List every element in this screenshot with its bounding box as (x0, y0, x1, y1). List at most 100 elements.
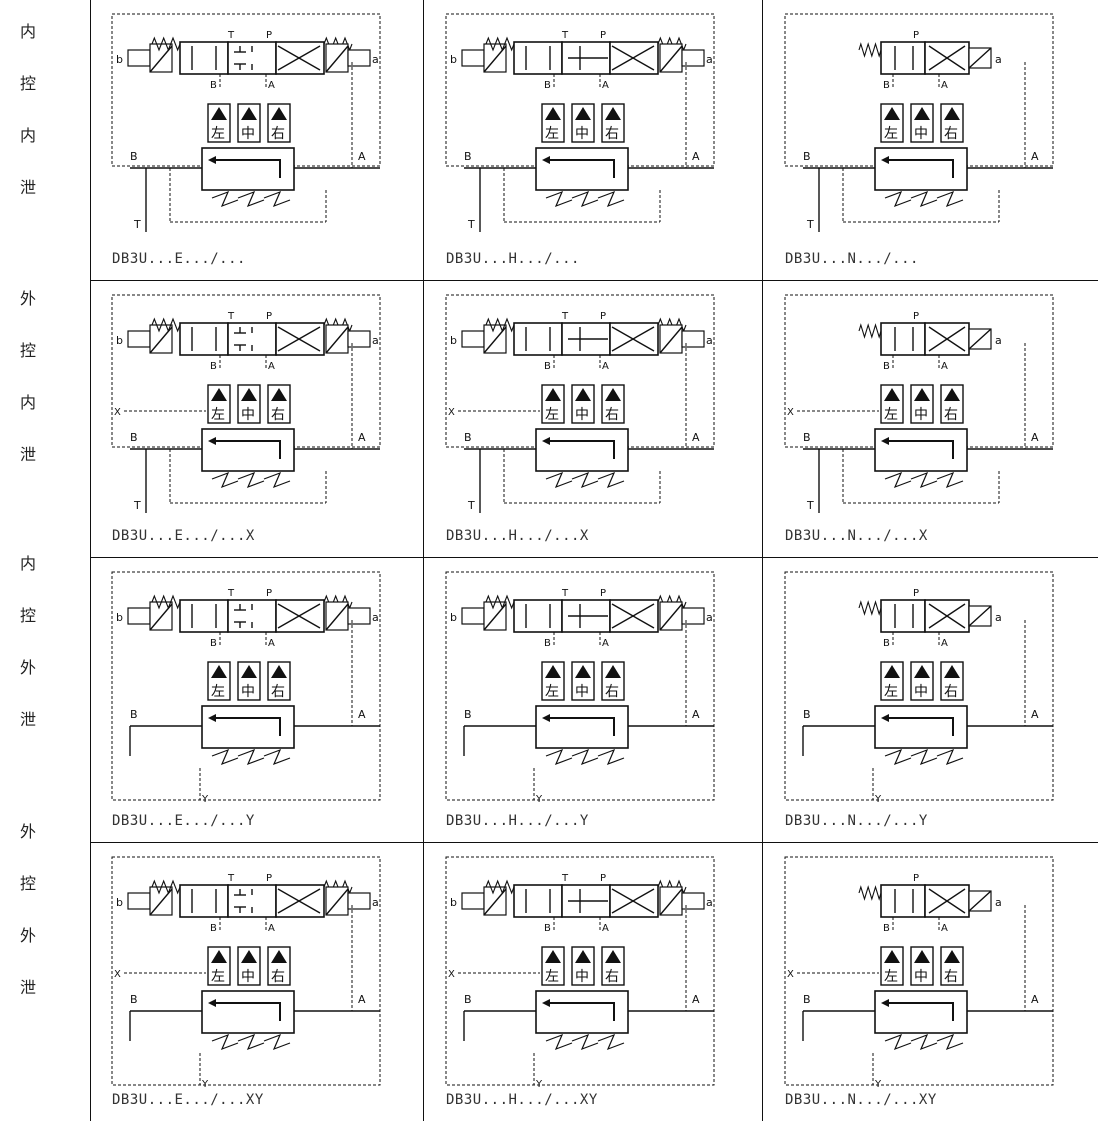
spool-box (179, 884, 229, 918)
port-a-label: A (358, 431, 366, 444)
pilot-frame (445, 13, 715, 167)
check-valve-label: 左 (884, 407, 898, 423)
relief-valve-icon (597, 471, 625, 489)
pilot-frame (111, 294, 381, 448)
manifold-arrowhead-icon (208, 999, 216, 1007)
check-valve-triangle-icon (884, 107, 900, 120)
check-valve-module: 左 (207, 103, 231, 143)
port-a-small: A (268, 361, 275, 372)
spool-box (513, 322, 563, 356)
solenoid-a (347, 330, 371, 348)
coil-diagonal (325, 326, 349, 354)
check-valve-triangle-icon (944, 107, 960, 120)
solenoid-b (127, 330, 151, 348)
port-a-label: A (692, 993, 700, 1006)
check-valve-label: 右 (605, 407, 619, 423)
solenoid-label-b: b (116, 611, 123, 624)
check-valve-body (571, 661, 595, 701)
check-valve-triangle-icon (914, 950, 930, 963)
relief-valve-icon (263, 1033, 291, 1051)
check-valve-module: 左 (207, 661, 231, 701)
check-valve-body (541, 946, 565, 986)
port-a-small: A (941, 923, 948, 934)
relief-valve-icon (910, 1033, 938, 1051)
port-a-label: A (358, 150, 366, 163)
check-valve-triangle-icon (271, 665, 287, 678)
coil-diagonal (325, 888, 349, 916)
manifold-flow-arrow-icon (889, 717, 954, 736)
solenoid-b (127, 49, 151, 67)
manifold-body (201, 990, 295, 1034)
port-y-label: Y (874, 794, 882, 805)
port-t-label: T (561, 588, 569, 599)
check-valve-triangle-icon (605, 388, 621, 401)
spool-box (880, 599, 926, 633)
relief-valve-icon (211, 1033, 239, 1051)
cross-arrow (928, 603, 966, 629)
grid-line-col1 (423, 0, 424, 1121)
port-a-small: A (941, 638, 948, 649)
check-valve-body (940, 946, 964, 986)
check-valve-triangle-icon (575, 107, 591, 120)
check-valve-module: 中 (571, 384, 595, 424)
pilot-frame (784, 571, 1054, 801)
spring-icon (858, 600, 882, 616)
solenoid-label-a: a (706, 611, 713, 624)
port-t-label: T (227, 311, 235, 322)
check-valve-body (940, 103, 964, 143)
port-p-label: P (600, 30, 606, 41)
check-valve-label: 中 (914, 684, 928, 700)
manifold-arrowhead-icon (542, 437, 550, 445)
manifold-flow-arrow-icon (216, 440, 281, 459)
check-valve-module: 右 (940, 384, 964, 424)
check-valve-body (571, 103, 595, 143)
sidebar-char: 泄 (20, 978, 37, 997)
manifold-arrowhead-icon (881, 156, 889, 164)
check-valve-body (571, 384, 595, 424)
check-valve-body (541, 384, 565, 424)
manifold-flow-arrow-icon (216, 159, 281, 178)
port-b-small: B (883, 361, 890, 372)
schematic-caption: DB3U...H.../...XY (446, 1092, 598, 1108)
manifold-body (535, 428, 629, 472)
port-b-label: B (130, 431, 138, 444)
check-valve-label: 中 (241, 969, 255, 985)
check-valve-module: 左 (880, 384, 904, 424)
check-valve-triangle-icon (271, 107, 287, 120)
port-a-small: A (602, 638, 609, 649)
check-valve-triangle-icon (914, 665, 930, 678)
check-valve-body (940, 661, 964, 701)
check-valve-triangle-icon (545, 950, 561, 963)
check-valve-label: 中 (914, 126, 928, 142)
port-b-label: B (803, 150, 811, 163)
check-valve-label: 左 (884, 684, 898, 700)
solenoid-a (347, 607, 371, 625)
check-valve-triangle-icon (605, 107, 621, 120)
solenoid-a (347, 49, 371, 67)
solenoid-label-b: b (450, 334, 457, 347)
cross-arrow (611, 888, 655, 914)
relief-valve-icon (237, 471, 265, 489)
spool-box (609, 599, 659, 633)
spool-box (880, 41, 926, 75)
relief-valve-icon (936, 471, 964, 489)
relief-valve-icon (237, 1033, 265, 1051)
spool-box (880, 884, 926, 918)
port-t-label: T (561, 30, 569, 41)
check-valve-body (880, 661, 904, 701)
check-valve-body (910, 661, 934, 701)
coil-diagonal (968, 328, 992, 350)
manifold-body (535, 990, 629, 1034)
relief-valve-icon (545, 471, 573, 489)
cross-arrow (611, 326, 655, 352)
check-valve-label: 左 (211, 407, 225, 423)
check-valve-label: 右 (271, 969, 285, 985)
manifold-flow-arrow-icon (889, 1002, 954, 1021)
check-valve-body (237, 661, 261, 701)
port-p-label: P (913, 588, 919, 599)
sidebar-char: 外 (20, 822, 37, 841)
check-valve-body (880, 103, 904, 143)
schematic-caption: DB3U...N.../...Y (785, 813, 928, 829)
